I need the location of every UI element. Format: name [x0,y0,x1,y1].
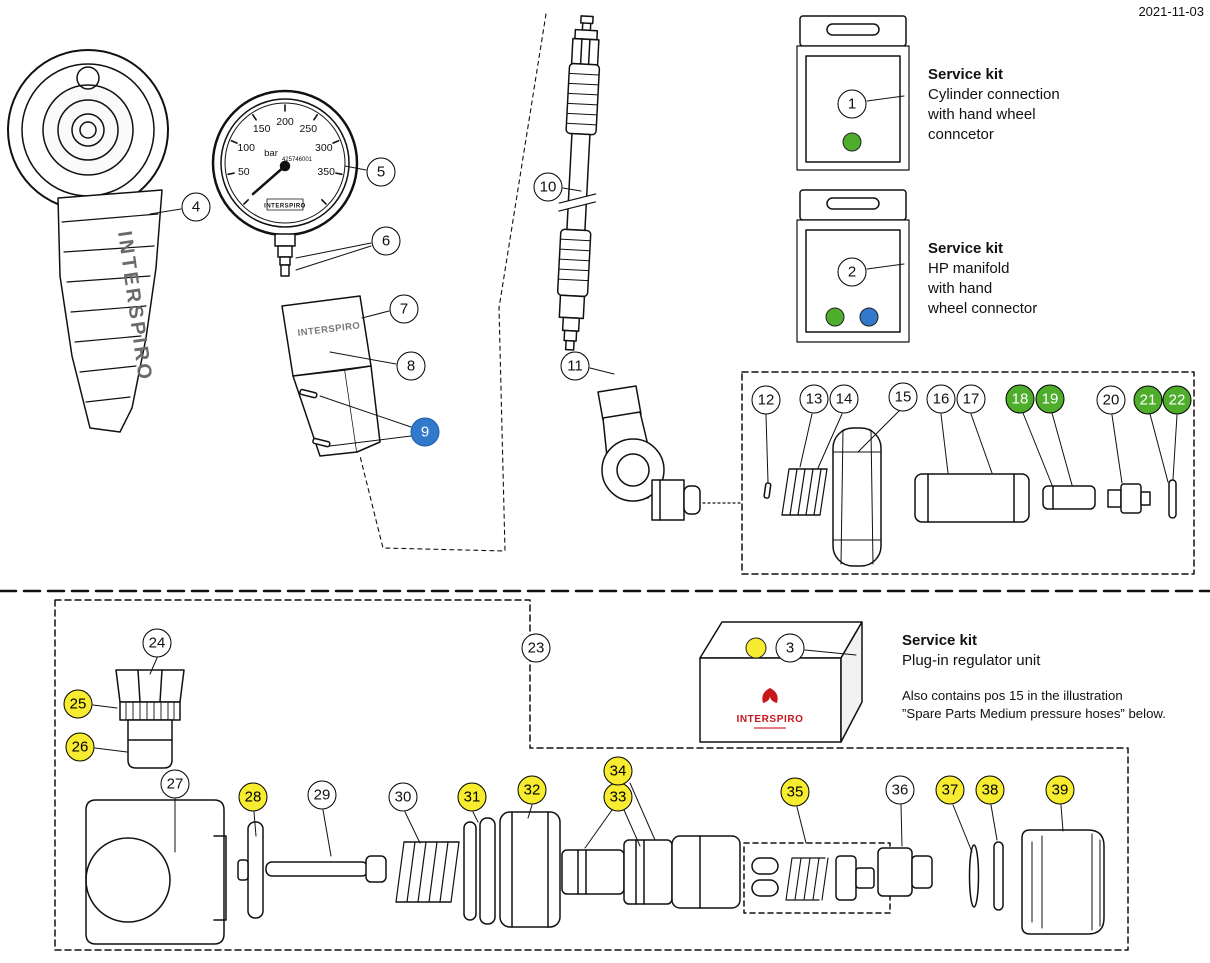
callout-14: 14 [829,384,859,414]
callout-13: 13 [799,384,829,414]
service-kit-1-package [796,15,910,171]
kit2-title: Service kit [928,240,1004,257]
callout-27: 27 [160,769,190,799]
callout-34: 34 [603,756,633,786]
callout-33: 33 [603,782,633,812]
gauge-serial: 425746001 [282,157,313,163]
callout-18: 18 [1005,384,1035,414]
callout-15: 15 [888,382,918,412]
callout-7: 7 [389,294,419,324]
callout-24: 24 [142,628,172,658]
callout-29: 29 [307,780,337,810]
callout-26: 26 [65,732,95,762]
callout-9: 9 [410,417,440,447]
regulator-group-dashed-box [54,599,1129,951]
callout-16: 16 [926,384,956,414]
leader-lines [92,95,1178,857]
elbow-connector-part [597,385,701,521]
callout-8: 8 [396,351,426,381]
callout-6: 6 [371,226,401,256]
kit3-note-line1: Also contains pos 15 in the illustration [902,688,1123,703]
kit1-line: Cylinder connection [928,86,1060,103]
callout-25: 25 [63,689,93,719]
svg-text:350: 350 [317,166,335,178]
callout-31: 31 [457,782,487,812]
kit2-blue-dot [859,307,879,327]
kit2-green-dot [825,307,845,327]
callout-1: 1 [837,89,867,119]
kit1-title: Service kit [928,66,1004,83]
callout-20: 20 [1096,385,1126,415]
kit3-note: Also contains pos 15 in the illustration… [902,687,1166,723]
svg-text:100: 100 [237,142,255,154]
callout-17: 17 [956,384,986,414]
interspiro-logo-text: INTERSPIRO [736,714,803,725]
hp-hose-part [556,15,601,351]
handwheel-part [7,49,169,433]
service-kit-2-text: Service kit HP manifold with hand wheel … [928,238,1037,319]
callout-4: 4 [181,192,211,222]
callout-5: 5 [366,157,396,187]
plug-fitting-part [115,669,185,769]
callout-19: 19 [1035,384,1065,414]
gauge-brand: INTERSPIRO [264,204,306,210]
svg-text:200: 200 [276,116,294,128]
callout-23: 23 [521,633,551,663]
gauge-unit-label: bar [264,148,278,159]
kit2-line: with hand [928,280,993,297]
service-kit-1-text: Service kit Cylinder connection with han… [928,64,1060,145]
svg-text:250: 250 [300,123,318,135]
svg-text:150: 150 [253,123,271,135]
callout-12: 12 [751,385,781,415]
manifold-exploded-parts [763,427,1177,567]
kit3-yellow-dot [745,637,767,659]
callout-36: 36 [885,775,915,805]
kit3-line: Plug-in regulator unit [902,652,1041,669]
callout-2: 2 [837,257,867,287]
interspiro-logo: INTERSPIRO [736,688,803,729]
doc-date: 2021-11-03 [1138,4,1204,19]
callout-37: 37 [935,775,965,805]
callout-39: 39 [1045,775,1075,805]
callout-30: 30 [388,782,418,812]
kit1-line: conncetor [928,126,994,143]
gauge-block-part [281,295,381,457]
pressure-gauge-part [211,89,359,277]
manifold-dashed-box [741,371,1195,575]
callout-32: 32 [517,775,547,805]
kit1-line: with hand wheel [928,106,1036,123]
callout-21: 21 [1133,385,1163,415]
callout-38: 38 [975,775,1005,805]
interspiro-logo-mark [762,688,778,703]
service-kit-3-text: Service kit Plug-in regulator unit [902,630,1040,671]
kit1-green-dot [842,132,862,152]
callout-28: 28 [238,782,268,812]
callout-3: 3 [775,633,805,663]
svg-text:50: 50 [238,166,250,178]
kit3-note-line2: ”Spare Parts Medium pressure hoses” belo… [902,706,1166,721]
gauge-dial-labels: 50 100 150 200 250 300 350 bar 425746001… [237,116,335,210]
kit2-line: wheel connector [928,300,1038,317]
callout-35: 35 [780,777,810,807]
svg-text:300: 300 [315,142,333,154]
regulator-exploded-parts [85,799,1105,945]
callout-10: 10 [533,172,563,202]
callout-11: 11 [560,351,590,381]
kit2-line: HP manifold [928,260,1010,277]
kit3-title: Service kit [902,632,978,649]
callout-22: 22 [1162,385,1192,415]
